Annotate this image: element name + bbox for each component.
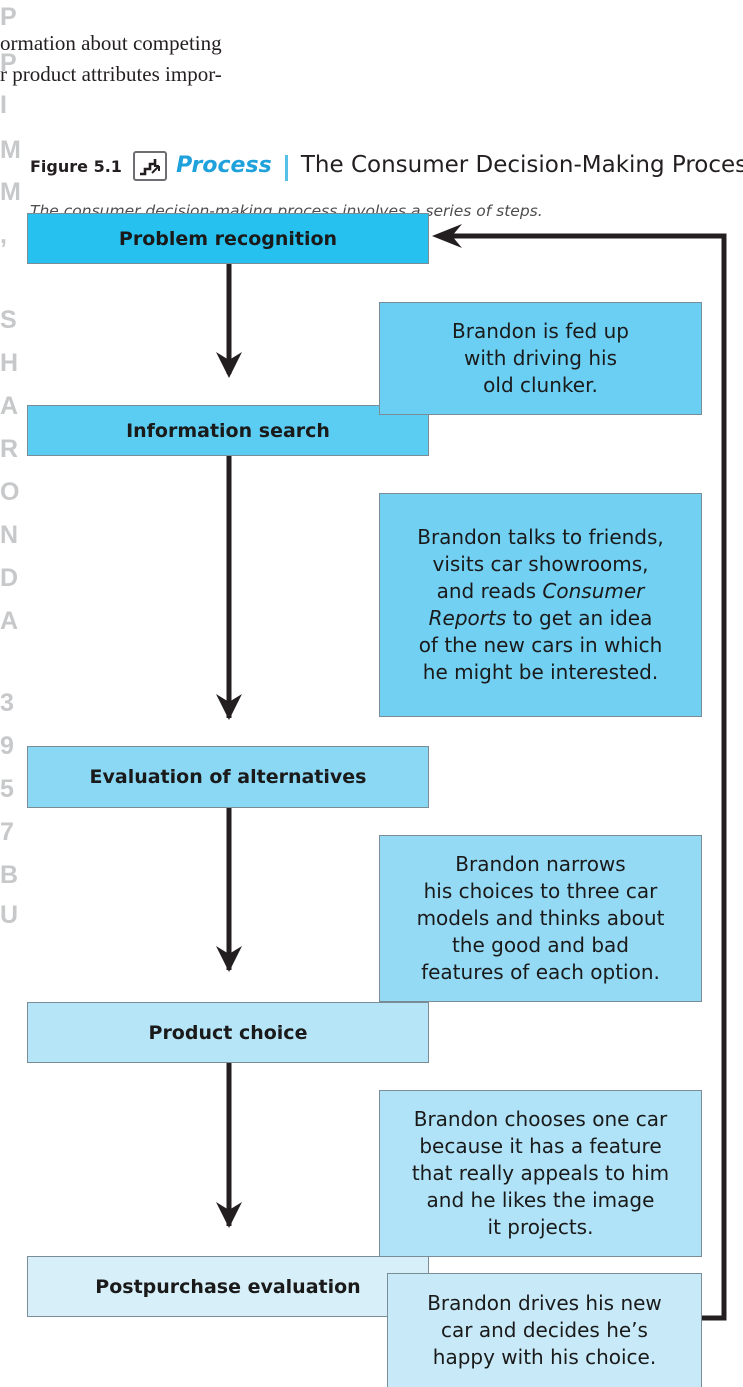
note-line: that really appeals to him bbox=[411, 1161, 670, 1185]
note-product-choice: Brandon chooses one car because it has a… bbox=[379, 1090, 702, 1257]
watermark-letter: I bbox=[0, 91, 7, 119]
watermark-letter: B bbox=[0, 861, 19, 889]
note-line: Brandon chooses one car bbox=[413, 1107, 668, 1131]
watermark-letter: P bbox=[0, 3, 17, 31]
arrow-down bbox=[216, 1063, 242, 1228]
note-line: it projects. bbox=[487, 1215, 594, 1239]
step-label: Information search bbox=[126, 419, 330, 442]
note-line: features of each option. bbox=[421, 960, 660, 984]
step-problem-recognition: Problem recognition bbox=[27, 213, 429, 264]
note-evaluation-of-alternatives: Brandon narrows his choices to three car… bbox=[379, 835, 702, 1002]
step-label: Product choice bbox=[148, 1021, 308, 1044]
note-line: happy with his choice. bbox=[432, 1345, 657, 1369]
step-postpurchase-evaluation: Postpurchase evaluation bbox=[27, 1256, 429, 1317]
watermark-letter: S bbox=[0, 306, 17, 334]
watermark-letter: P bbox=[0, 49, 17, 77]
arrow-down bbox=[216, 808, 242, 972]
step-information-search: Information search bbox=[27, 405, 429, 456]
watermark-letter: , bbox=[0, 221, 7, 249]
note-line: Brandon is fed up bbox=[452, 319, 629, 343]
note-information-search: Brandon talks to friends, visits car sho… bbox=[379, 493, 702, 717]
note-line: Brandon narrows bbox=[455, 852, 626, 876]
watermark-letter: A bbox=[0, 607, 19, 635]
watermark-letter: U bbox=[0, 901, 19, 929]
step-evaluation-of-alternatives: Evaluation of alternatives bbox=[27, 746, 429, 808]
note-line: to get an idea bbox=[506, 606, 653, 630]
arrow-down bbox=[216, 456, 242, 720]
note-problem-recognition: Brandon is fed up with driving his old c… bbox=[379, 302, 702, 415]
watermark-letter: H bbox=[0, 349, 19, 377]
watermark-letter: O bbox=[0, 478, 20, 506]
watermark-letter: A bbox=[0, 392, 19, 420]
step-label: Postpurchase evaluation bbox=[95, 1275, 361, 1298]
watermark-letter: M bbox=[0, 178, 21, 206]
watermark-letter: M bbox=[0, 136, 21, 164]
step-label: Evaluation of alternatives bbox=[89, 766, 367, 788]
process-stairs-icon bbox=[133, 150, 168, 181]
note-line: because it has a feature bbox=[419, 1134, 662, 1158]
watermark-letter: 7 bbox=[0, 818, 14, 846]
note-line: he might be interested. bbox=[422, 660, 659, 684]
note-line: the good and bad bbox=[451, 933, 629, 957]
arrow-down bbox=[216, 264, 242, 378]
watermark-letter: R bbox=[0, 435, 19, 463]
step-product-choice: Product choice bbox=[27, 1002, 429, 1063]
figure-separator bbox=[284, 154, 288, 181]
note-line: Brandon talks to friends, bbox=[417, 525, 664, 549]
watermark-letter: N bbox=[0, 521, 19, 549]
publication-name: Reports bbox=[428, 606, 507, 630]
note-line: car and decides he’s bbox=[441, 1318, 648, 1342]
figure-label: Figure 5.1 bbox=[30, 157, 122, 176]
note-postpurchase-evaluation: Brandon drives his new car and decides h… bbox=[387, 1273, 702, 1387]
note-line: models and thinks about bbox=[416, 906, 665, 930]
watermark-letter: 3 bbox=[0, 689, 14, 717]
body-text-line-1: ormation about competing bbox=[0, 31, 222, 55]
note-line: old clunker. bbox=[483, 373, 598, 397]
publication-name: Consumer bbox=[542, 579, 645, 603]
note-line: and reads bbox=[436, 579, 543, 603]
figure-type: Process bbox=[176, 153, 272, 178]
note-line: visits car showrooms, bbox=[432, 552, 649, 576]
note-line: and he likes the image bbox=[426, 1188, 655, 1212]
figure-title: The Consumer Decision-Making Process bbox=[300, 152, 743, 178]
watermark-letter: D bbox=[0, 564, 19, 592]
note-line: of the new cars in which bbox=[418, 633, 663, 657]
step-label: Problem recognition bbox=[118, 227, 338, 250]
note-line: Brandon drives his new bbox=[427, 1291, 662, 1315]
figure-header: Figure 5.1 Process The Consumer Decision… bbox=[30, 150, 743, 183]
watermark-letter: 5 bbox=[0, 775, 14, 803]
watermark-letter: 9 bbox=[0, 732, 14, 760]
body-text-line-2: r product attributes impor- bbox=[0, 62, 222, 86]
note-line: his choices to three car bbox=[423, 879, 658, 903]
note-line: with driving his bbox=[463, 346, 618, 370]
